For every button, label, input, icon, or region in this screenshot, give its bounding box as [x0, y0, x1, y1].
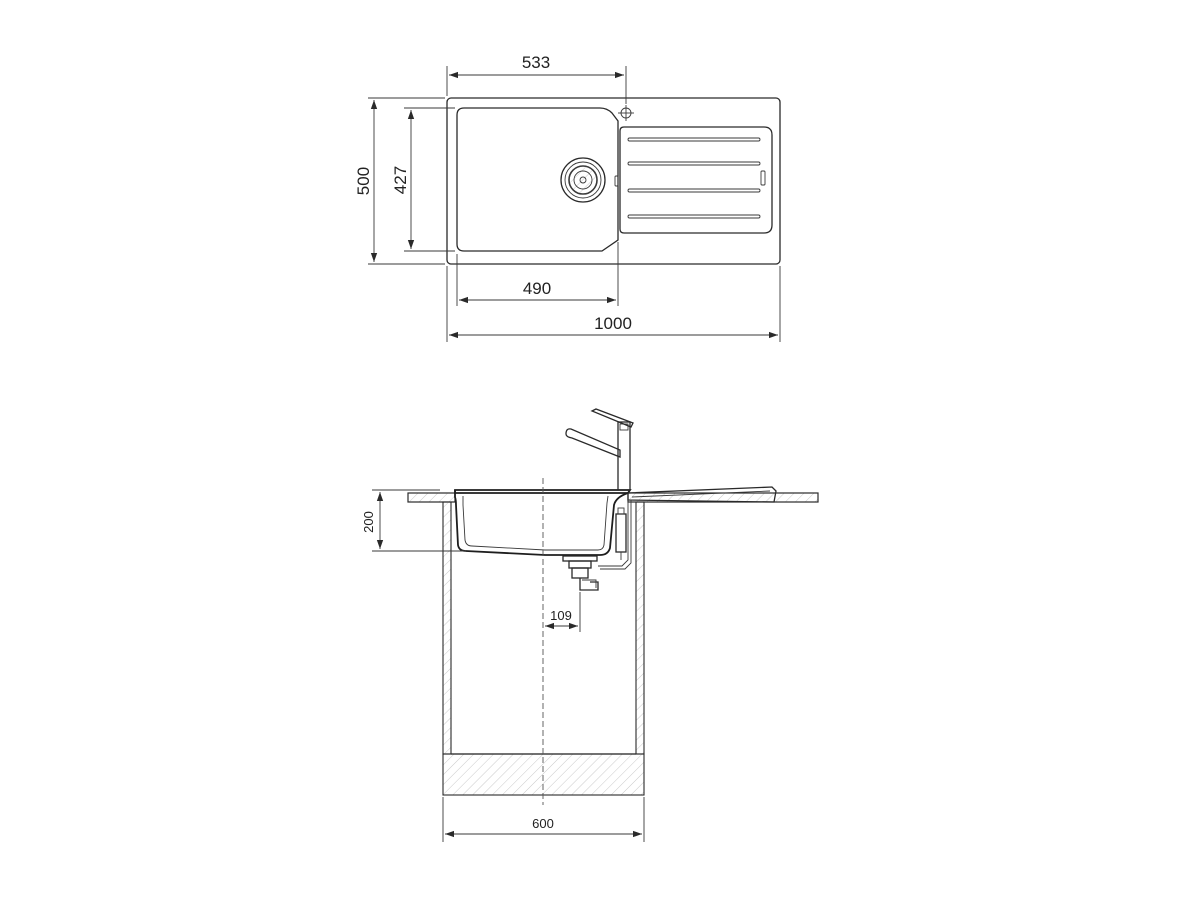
- drainer-grooves: [627, 137, 761, 219]
- side-view: 200 109 600: [361, 408, 819, 842]
- faucet-icon: [565, 408, 634, 491]
- bowl-section-inner: [462, 495, 609, 551]
- overflow-slot: [760, 170, 766, 186]
- dimension-427: 427: [391, 107, 455, 252]
- top-view: 533 500 427 490 1000: [354, 53, 781, 342]
- dimension-533: 533: [446, 53, 627, 104]
- dimension-200-label: 200: [361, 511, 376, 533]
- dimension-1000-label: 1000: [594, 314, 632, 333]
- tap-hole-crosshair-icon: [618, 105, 634, 121]
- dimension-600: 600: [442, 797, 645, 842]
- drainer-outline: [619, 126, 773, 234]
- bowl-outline: [456, 107, 619, 252]
- bowl-section-outer: [454, 490, 629, 556]
- dimension-533-label: 533: [522, 53, 550, 72]
- drain-trap: [562, 500, 632, 591]
- sink-rim-section: [454, 489, 632, 494]
- sink-outline: [446, 97, 781, 265]
- drainer-section: [627, 486, 777, 503]
- dimension-490-label: 490: [523, 279, 551, 298]
- dimension-490: 490: [456, 242, 619, 306]
- dimension-109-label: 109: [550, 608, 572, 623]
- dimension-500-label: 500: [354, 167, 373, 195]
- dimension-1000: 1000: [446, 266, 781, 342]
- dimension-109: 109: [545, 592, 581, 632]
- dimension-500: 500: [354, 97, 445, 265]
- overflow-hole: [614, 175, 619, 187]
- countertop-left: [407, 492, 456, 503]
- dimension-600-label: 600: [532, 816, 554, 831]
- dimension-427-label: 427: [391, 166, 410, 194]
- cabinet: [442, 501, 645, 796]
- dimension-200: 200: [361, 489, 440, 552]
- drain-icon: [560, 157, 606, 203]
